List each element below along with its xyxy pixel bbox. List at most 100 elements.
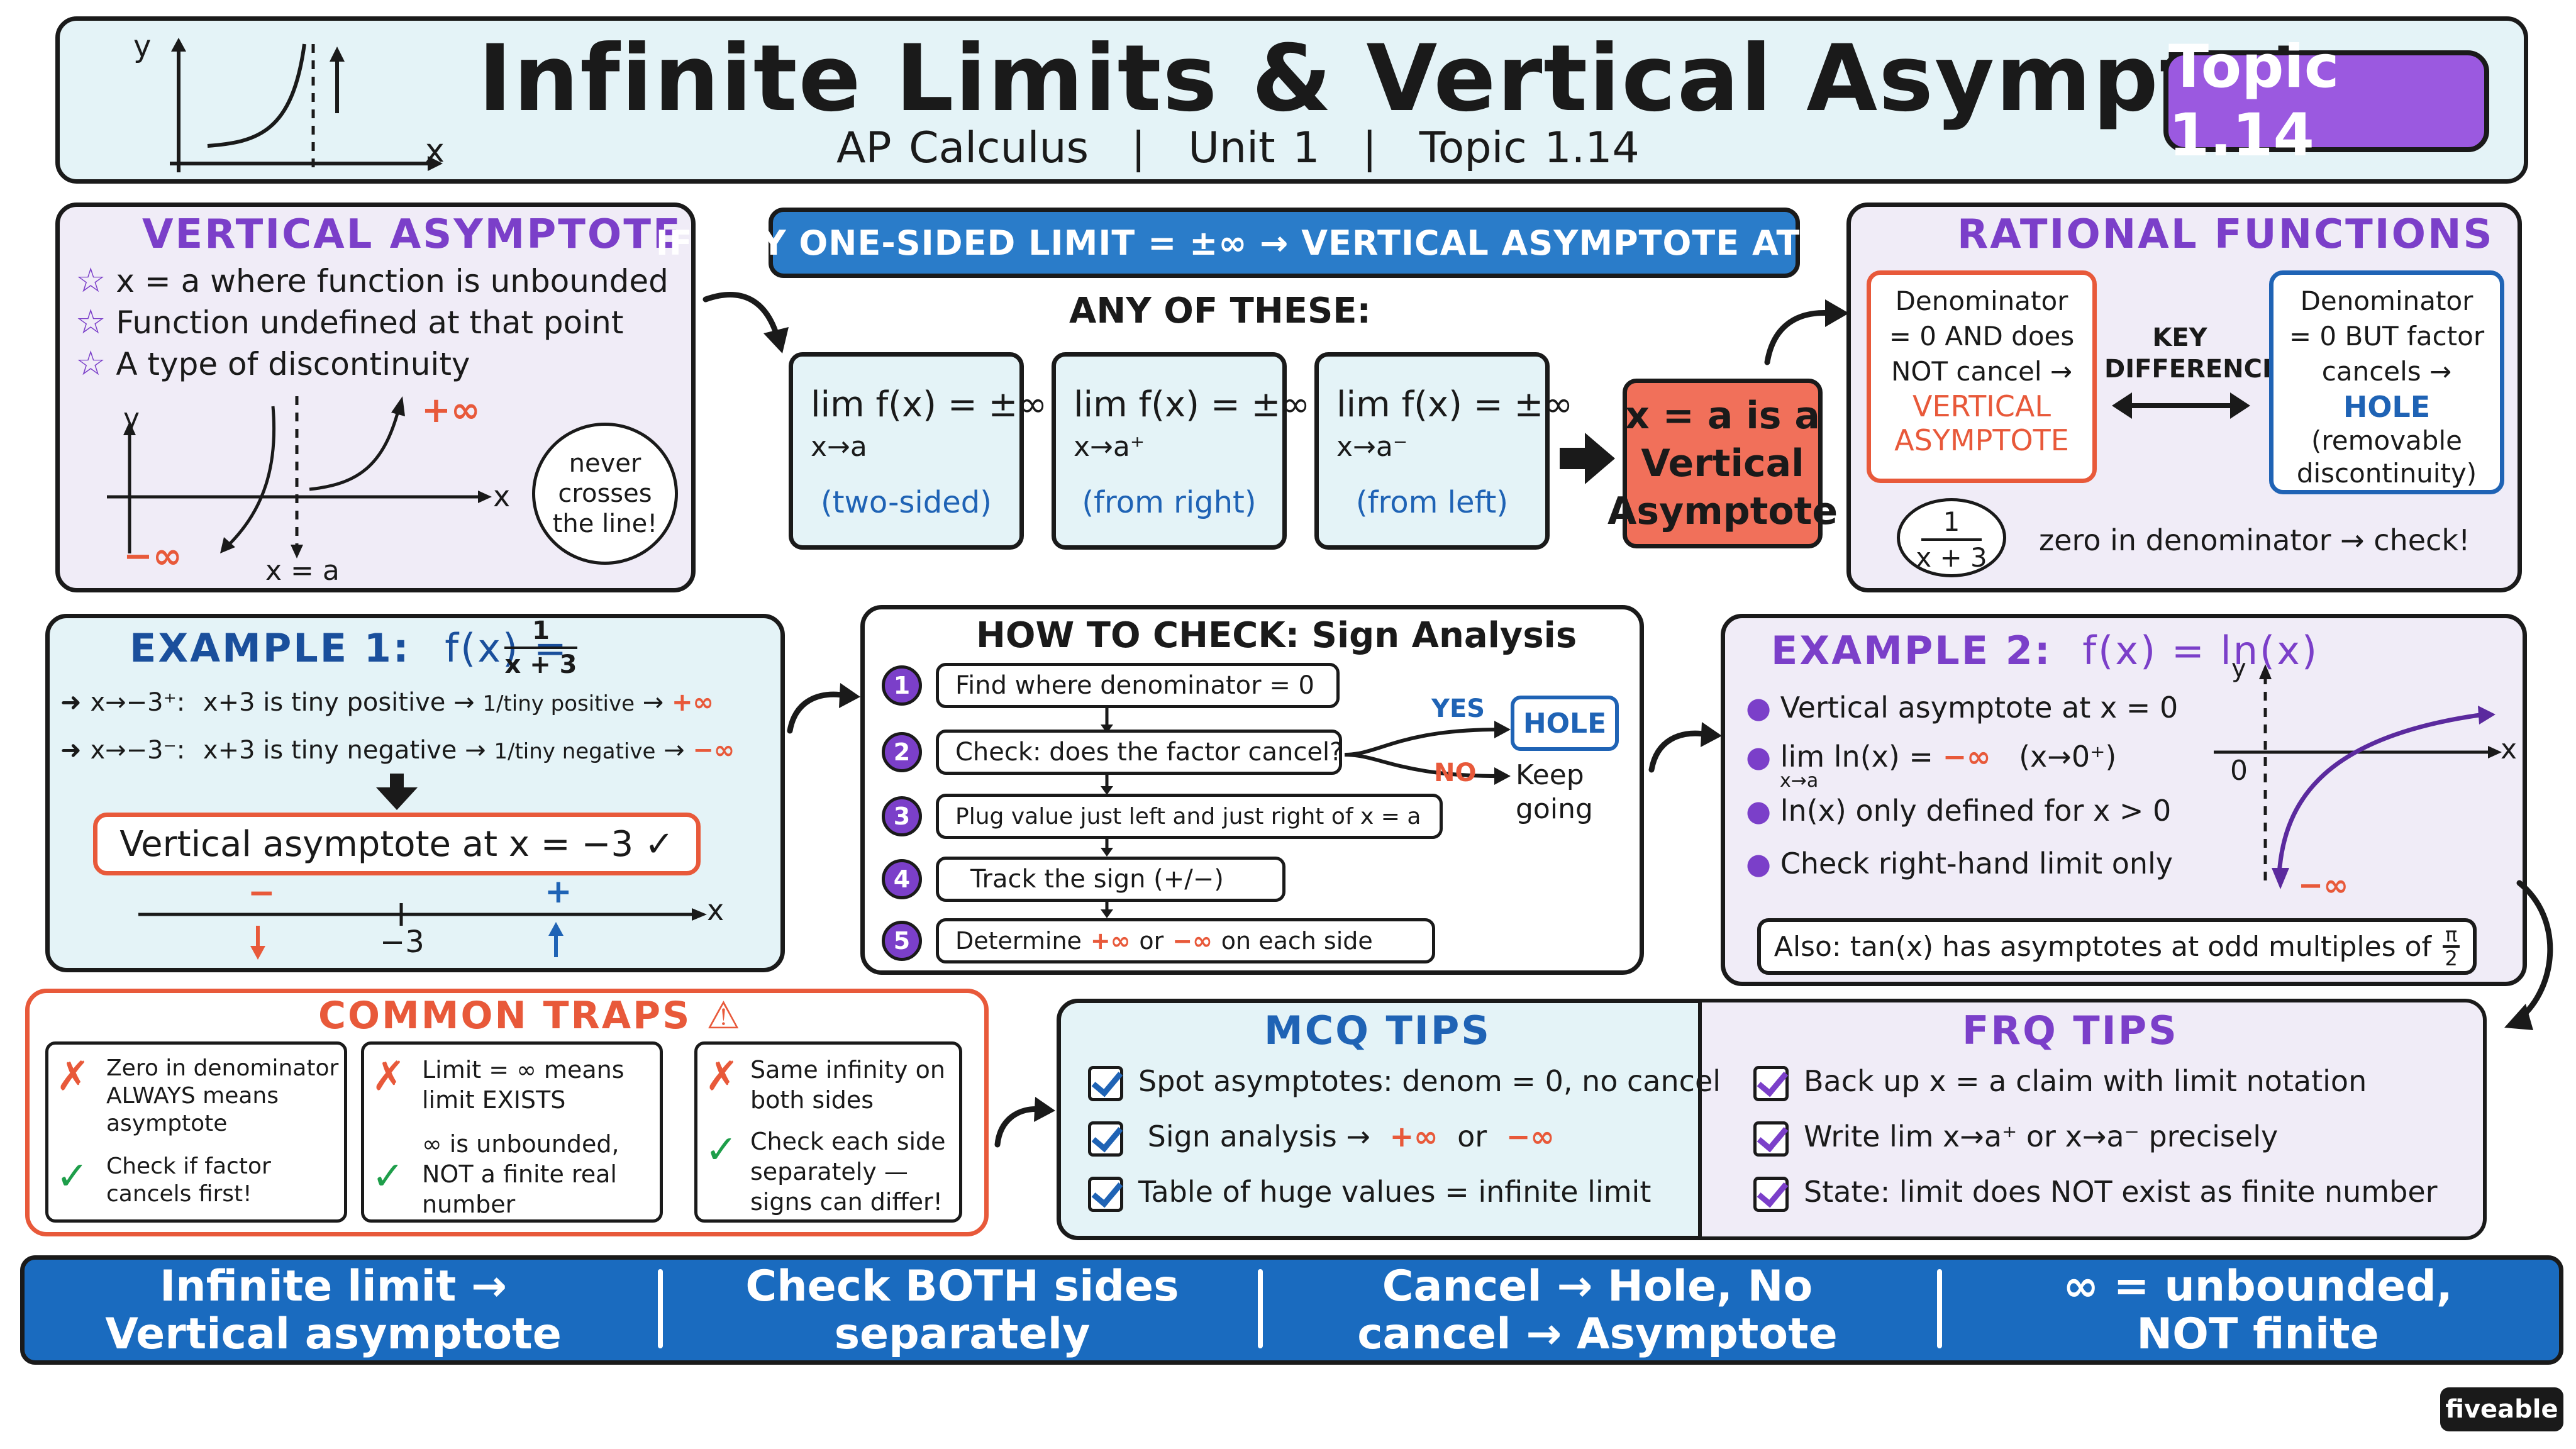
step-determine-infinity: Determine +∞ or −∞ on each side — [936, 918, 1435, 963]
step-plug-values: Plug value just left and just right of x… — [936, 794, 1443, 839]
example-2-bullet: ● lim ln(x) = −∞ (x→0⁺) — [1746, 740, 2117, 774]
trap-correction: Check if factor cancels first! — [106, 1153, 271, 1207]
mcq-tip: Spot asymptotes: denom = 0, no cancel — [1088, 1064, 1721, 1101]
step-number: 4 — [882, 859, 922, 899]
header-x-label: x — [425, 132, 445, 170]
hole-case-card: Denominator = 0 BUT factor cancels → HOL… — [2269, 270, 2504, 494]
fiveable-logo: fiveable — [2440, 1387, 2563, 1431]
asymptote-case-card: Denominator = 0 AND does NOT cancel → VE… — [1867, 270, 2097, 483]
example-1-fraction: 1 x + 3 — [504, 616, 577, 679]
frq-tips-background — [1702, 1002, 2483, 1236]
footer-separator — [1937, 1269, 1942, 1348]
never-crosses-bubble: never crosses the line! — [532, 423, 678, 565]
curved-arrow-icon — [994, 1097, 1055, 1148]
wrong-icon: ✗ — [372, 1053, 406, 1100]
limit-note: (two-sided) — [821, 485, 992, 520]
unit-name: Unit 1 — [1188, 123, 1320, 173]
pi-over-2-fraction: π 2 — [2443, 924, 2460, 969]
no-label: NO — [1434, 758, 1477, 787]
tips-divider — [1698, 1001, 1702, 1238]
trap-misconception: Same infinity on both sides — [750, 1056, 945, 1114]
ln-graph-x-label: x — [2501, 733, 2518, 765]
star-icon: ☆ — [75, 343, 106, 383]
sign-number-line — [138, 903, 707, 960]
va-point: ☆ A type of discontinuity — [75, 343, 470, 383]
ln-graph — [2214, 664, 2502, 889]
limit-expression: lim f(x) = ±∞ — [811, 384, 1048, 425]
yes-no-branch — [1344, 721, 1511, 785]
example-1-right-limit: ➜ x→−3⁺: x+3 is tiny positive → 1/tiny p… — [60, 688, 714, 717]
va-graph-xa-label: x = a — [265, 555, 340, 587]
number-line-minus: − — [248, 874, 275, 912]
fraction-ellipse: 1 x + 3 — [1897, 498, 2006, 577]
star-icon: ☆ — [75, 302, 106, 341]
example-2-title: EXAMPLE 2: f(x) = ln(x) — [1771, 628, 2319, 674]
step-find-denominator: Find where denominator = 0 — [936, 663, 1340, 708]
keep-going-label: Keep going — [1516, 759, 1593, 825]
va-graph-y-label: y — [123, 402, 140, 435]
frq-tip: State: limit does NOT exist as finite nu… — [1753, 1175, 2438, 1212]
trap-card: ✗ Zero in denominator ALWAYS means asymp… — [45, 1041, 347, 1223]
trap-misconception: Zero in denominator ALWAYS means asympto… — [106, 1055, 339, 1136]
topic-badge: Topic 1.14 — [2163, 33, 2489, 170]
trap-misconception: Limit = ∞ means limit EXISTS — [422, 1056, 625, 1114]
limit-subscript: x→a⁺ — [1074, 431, 1145, 463]
checkbox-icon — [1753, 1121, 1789, 1157]
curved-arrow-icon — [702, 292, 789, 353]
arrow-icon: ➜ — [60, 736, 91, 765]
checkbox-icon — [1753, 1065, 1789, 1101]
vertical-asymptote-title: VERTICAL ASYMPTOTE — [142, 211, 682, 258]
star-icon: ☆ — [75, 260, 106, 300]
header-asymptote-graph-icon — [170, 38, 443, 172]
course-name: AP Calculus — [836, 123, 1089, 173]
limit-expression: lim f(x) = ±∞ — [1074, 384, 1311, 425]
summary-footer-bar — [20, 1255, 2563, 1365]
footer-summary-item: Check BOTH sides separately — [745, 1262, 1179, 1359]
checkbox-icon — [1088, 1065, 1123, 1101]
page-title: Infinite Limits & Vertical Asymptotes — [478, 25, 2434, 132]
va-graph-neg-inf: −∞ — [123, 536, 182, 577]
limit-card-from-right: lim f(x) = ±∞ x→a⁺ (from right) — [1052, 352, 1310, 550]
curved-arrow-icon — [1764, 299, 1849, 365]
footer-separator — [658, 1269, 663, 1348]
example-2-bullet: ● Vertical asymptote at x = 0 — [1746, 691, 2179, 724]
zero-denominator-note: zero in denominator → check! — [2039, 523, 2470, 557]
trap-card: ✗ Limit = ∞ means limit EXISTS ✓ ∞ is un… — [361, 1041, 663, 1223]
trap-correction: ∞ is unbounded, NOT a finite real number — [422, 1130, 619, 1218]
subtitle-row: AP Calculus | Unit 1 | Topic 1.14 — [836, 123, 1640, 173]
arrow-icon: ➜ — [60, 688, 91, 717]
ln-graph-origin-label: 0 — [2230, 755, 2248, 787]
example-2-bullet: ● Check right-hand limit only — [1746, 847, 2173, 880]
limit-card-from-left: lim f(x) = ±∞ x→a⁻ (from left) — [1314, 352, 1573, 550]
step-number: 3 — [882, 796, 922, 836]
one-sided-limit-banner: IF ANY ONE-SIDED LIMIT = ±∞ → VERTICAL A… — [656, 208, 1912, 278]
step-flow-connector — [1101, 704, 1113, 918]
footer-summary-item: ∞ = unbounded, NOT finite — [2063, 1262, 2453, 1359]
step-track-sign: Track the sign (+/−) — [936, 857, 1285, 902]
limit-expression: lim f(x) = ±∞ — [1336, 384, 1574, 425]
footer-summary-item: Cancel → Hole, No cancel → Asymptote — [1357, 1262, 1838, 1359]
mcq-tip: Sign analysis → +∞ or −∞ — [1088, 1119, 1555, 1157]
va-graph-x-label: x — [493, 479, 511, 513]
step-number: 1 — [882, 665, 922, 706]
rational-functions-title: RATIONAL FUNCTIONS — [1957, 211, 2494, 258]
common-traps-title: COMMON TRAPS ⚠ — [318, 994, 742, 1038]
va-point: ☆ x = a where function is unbounded — [75, 260, 669, 300]
number-line-x-label: x — [707, 893, 724, 927]
checkbox-icon — [1088, 1176, 1123, 1212]
how-to-check-title: HOW TO CHECK: Sign Analysis — [976, 615, 1577, 656]
any-of-these-label: ANY OF THESE: — [1069, 291, 1371, 331]
check-icon: ✓ — [372, 1153, 404, 1199]
va-graph-pos-inf: +∞ — [421, 390, 480, 431]
va-point: ☆ Function undefined at that point — [75, 302, 624, 341]
hole-result-tag: HOLE — [1511, 696, 1619, 751]
trap-correction: Check each side separately — signs can d… — [750, 1128, 946, 1216]
subtitle-separator: | — [1362, 123, 1377, 173]
curved-arrow-icon — [787, 683, 860, 734]
header-y-label: y — [133, 29, 152, 64]
wrong-icon: ✗ — [705, 1053, 739, 1100]
bold-right-arrow-icon — [1560, 433, 1615, 484]
check-icon: ✓ — [56, 1153, 89, 1199]
curved-arrow-icon — [2504, 880, 2553, 1030]
example-1-panel — [45, 614, 785, 972]
